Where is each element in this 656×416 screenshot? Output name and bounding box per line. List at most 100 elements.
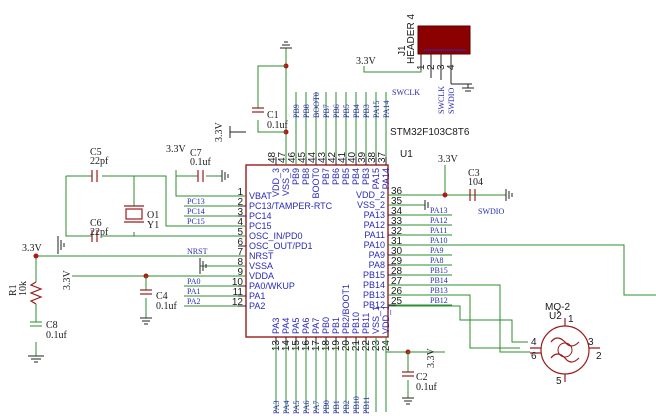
mcu-left-pin-name: PA1 <box>249 291 265 301</box>
mcu-bottom-pin-name: PB11 <box>361 313 371 334</box>
mcu-top-pin-num: 44 <box>307 151 318 163</box>
mcu-left-pin-name: VDDA <box>249 271 274 281</box>
mcu-top-pin-name: PB9 <box>291 168 301 185</box>
mcu-top-pin-num: 42 <box>327 151 338 163</box>
right-net-label: PA12 <box>430 216 448 225</box>
mcu-bottom-pin-name: PB10 <box>351 312 361 334</box>
mcu-left-pin-name: OSC_IN/PD0 <box>249 231 303 241</box>
mcu-right-pin-num: 34 <box>391 206 403 217</box>
header-swclk-label: SWCLK <box>437 86 446 114</box>
c7-vcc-label: 3.3V <box>166 144 187 155</box>
mcu-top-pin-name: PB5 <box>341 168 351 185</box>
mcu-right-pin-num: 29 <box>391 256 403 267</box>
mq2-pin-6: 6 <box>531 351 537 362</box>
c1-ref: C1 <box>267 110 279 121</box>
bottom-net-label: PA7 <box>312 401 321 415</box>
mcu-left-pin-num: 7 <box>237 247 243 258</box>
mcu-bottom-pin-name: PA3 <box>271 318 281 334</box>
top-net-label: PB4 <box>352 104 361 118</box>
top-net-label: BOOT0 <box>312 92 321 118</box>
mcu-top-pin-num: 46 <box>287 151 298 163</box>
header-name: HEADER 4 <box>406 14 417 64</box>
c4-ref: C4 <box>156 291 168 302</box>
right-net-label: PB15 <box>430 266 448 275</box>
mcu-left-pin-num: 10 <box>232 277 244 288</box>
mcu-right-pin-num: 25 <box>391 296 403 307</box>
c5-ref: C5 <box>90 147 102 158</box>
c8-ref: C8 <box>46 320 58 331</box>
right-net-label: PB13 <box>430 286 448 295</box>
c2-value: 0.1uf <box>416 382 438 393</box>
c1-value: 0.1uf <box>267 120 289 131</box>
mcu-left-pin-name: PA0/WKUP <box>249 281 295 291</box>
c4-value: 0.1uf <box>156 301 178 312</box>
bottom-net-label: PA4 <box>282 401 291 415</box>
mq2-name: MQ-2 <box>545 302 570 313</box>
mcu-left-pin-num: 9 <box>237 267 243 278</box>
right-net-label: PB14 <box>430 276 448 285</box>
mcu-left-pin-num: 1 <box>237 187 243 198</box>
mcu-top-pin-num: 45 <box>297 151 308 163</box>
mcu-top-pin-num: 43 <box>317 151 328 163</box>
mcu-ref: U1 <box>400 149 413 160</box>
mcu-left-pin-name: NRST <box>249 251 274 261</box>
mq2-pin-1: 1 <box>568 314 574 325</box>
right-net-label: PA8 <box>430 256 444 265</box>
mcu-right-pin-name: PA8 <box>369 260 385 270</box>
c7-value: 0.1uf <box>190 157 212 168</box>
mcu-top-pin-name: VSS_3 <box>281 168 291 196</box>
top-net-label: PB3 <box>362 104 371 118</box>
mcu-right-pin-name: VDD_2 <box>356 190 385 200</box>
mcu-top-pin-num: 38 <box>367 151 378 163</box>
c2-vcc-label: 3.3V <box>426 348 437 369</box>
right-net-label: PA13 <box>430 206 448 215</box>
mcu-left-pin-name: VBAT <box>249 191 272 201</box>
mcu-top-pin-name: PB3 <box>361 168 371 185</box>
mcu-bottom-pin-name: VSS_1 <box>371 306 381 334</box>
c6-ref: C6 <box>90 218 102 229</box>
mcu-right-pin-name: PB14 <box>363 280 385 290</box>
mcu-right-pin-name: PB15 <box>363 270 385 280</box>
mcu-right-pin-name: PB13 <box>363 290 385 300</box>
swclk-net-label: SWCLK <box>392 88 420 97</box>
mcu-right-pin-name: PB12 <box>363 300 385 310</box>
mcu-bottom-pin-name: PB0 <box>321 317 331 334</box>
c5-value: 22pf <box>90 156 109 167</box>
left-net-label: PC15 <box>187 217 205 226</box>
mcu-left-pin-name: PC14 <box>249 211 272 221</box>
mcu-left-pin-name: PA2 <box>249 301 265 311</box>
mcu-top-pin-num: 37 <box>377 151 388 163</box>
mcu-right-pin-name: PA9 <box>369 250 385 260</box>
mcu-top-pin-num: 48 <box>267 151 278 163</box>
mq2-sensor <box>530 318 600 382</box>
mcu-top-pin-name: BOOT0 <box>311 168 321 199</box>
mcu-left-pin-name: PC15 <box>249 221 272 231</box>
bottom-net-label: PB11 <box>362 397 371 415</box>
top-net-label: PB8 <box>302 104 311 118</box>
mcu-left-pin-num: 12 <box>232 297 244 308</box>
swdio-net-label: SWDIO <box>478 207 504 216</box>
left-net-label: PC14 <box>187 207 205 216</box>
mcu-right-pin-num: 31 <box>391 236 403 247</box>
crystal-value: Y1 <box>147 220 159 231</box>
top-net-label: PB9 <box>292 104 301 118</box>
mcu-top-pin-name: PB6 <box>331 168 341 185</box>
mcu-right-pin-num: 33 <box>391 216 403 227</box>
mcu-right-pin-name: PA12 <box>364 220 385 230</box>
mcu-top-pin-name: PB4 <box>351 168 361 185</box>
left-net-label: PA1 <box>187 287 201 296</box>
mcu-bottom-pin-name: PA4 <box>281 318 291 334</box>
mcu-bottom-pin-name: PA6 <box>301 318 311 334</box>
right-net-label: PA11 <box>430 226 447 235</box>
header-ground-symbol <box>451 83 474 92</box>
mcu-bottom-pin-name: PB2/BOOT1 <box>341 284 351 334</box>
mcu-right-pin-num: 30 <box>391 246 403 257</box>
right-net-label: PA10 <box>430 236 448 245</box>
mcu-left-pin-num: 11 <box>233 287 244 298</box>
mcu-right-pin-name: PA11 <box>364 230 385 240</box>
mcu-left-pin-name: PC13/TAMPER-RTC <box>249 201 333 211</box>
mcu-bottom-pin-name: PA5 <box>291 318 301 334</box>
